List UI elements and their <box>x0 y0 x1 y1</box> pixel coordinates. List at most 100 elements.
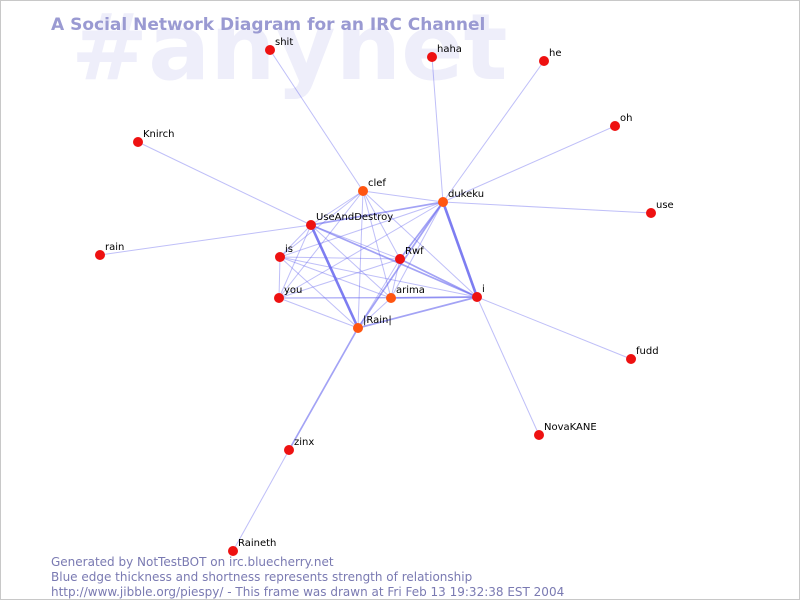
edge-layer <box>99 49 652 552</box>
edge-Rwf-Rain <box>357 258 401 329</box>
node-label: he <box>549 48 562 59</box>
node-dot <box>646 208 656 218</box>
node-dukeku: dukeku <box>438 189 484 207</box>
edge-is-clef <box>279 190 364 258</box>
edge-is-i <box>279 256 478 298</box>
edge-arima-i <box>390 296 478 299</box>
node-zinx: zinx <box>284 437 314 455</box>
node-fudd: fudd <box>626 346 659 364</box>
node-use: use <box>646 200 674 218</box>
edge-Rain-i <box>357 296 478 329</box>
node-dot <box>358 186 368 196</box>
edge-is-you <box>278 256 281 299</box>
node-rain: rain <box>95 242 124 260</box>
edge-dukeku-is <box>279 201 444 258</box>
node-shit: shit <box>265 37 293 55</box>
node-label: NovaKANE <box>544 422 597 433</box>
edge-is-arima <box>279 256 392 299</box>
node-dot <box>539 56 549 66</box>
node-is: is <box>275 244 293 262</box>
edge-clef-Rain <box>357 190 364 329</box>
edge-arima-Rwf <box>390 258 401 299</box>
node-dot <box>228 546 238 556</box>
node-dot <box>626 354 636 364</box>
edge-UseAndDestroy-Rwf <box>310 224 401 260</box>
edge-dukeku-you <box>278 201 444 299</box>
edge-dukeku-i <box>441 201 479 298</box>
edge-Rwf-you <box>278 258 401 299</box>
node-dot <box>275 252 285 262</box>
edge-shit-clef <box>269 49 364 192</box>
node-label: haha <box>437 44 462 55</box>
edge-UseAndDestroy-you <box>278 224 312 299</box>
node-dot <box>472 292 482 302</box>
node-UseAndDestroy: UseAndDestroy <box>306 212 393 230</box>
edge-oh-dukeku <box>442 125 616 203</box>
node-i: i <box>472 284 485 302</box>
node-label: clef <box>368 178 386 189</box>
edge-Rwf-is <box>279 256 401 260</box>
edge-zinx-Rain <box>288 327 359 451</box>
edge-dukeku-clef <box>362 190 444 203</box>
edge-NovaKANE-i <box>476 296 540 436</box>
node-Knirch: Knirch <box>133 129 174 147</box>
edge-he-dukeku <box>442 60 545 203</box>
node-dot <box>265 45 275 55</box>
edge-Rwf-i <box>399 258 478 298</box>
node-label: Knirch <box>143 129 174 140</box>
edge-rain-UseAndDestroy <box>99 224 312 256</box>
node-clef: clef <box>358 178 386 196</box>
edge-dukeku-Rain <box>357 201 444 329</box>
node-dot <box>95 250 105 260</box>
edge-UseAndDestroy-clef <box>310 190 364 226</box>
edge-you-i <box>278 296 478 299</box>
edge-UseAndDestroy-is <box>279 224 312 258</box>
edge-UseAndDestroy-dukeku <box>310 201 444 226</box>
node-dot <box>438 197 448 207</box>
footer-url-timestamp: http://www.jibble.org/piespy/ - This fra… <box>51 585 564 599</box>
edge-use-dukeku <box>442 201 652 214</box>
node-label: Raineth <box>238 538 276 549</box>
edge-UseAndDestroy-arima <box>310 224 392 299</box>
edge-clef-arima <box>362 190 392 299</box>
node-Raineth: Raineth <box>228 538 276 556</box>
edge-fudd-i <box>476 296 632 360</box>
edge-haha-dukeku <box>431 56 444 203</box>
node-label: i <box>482 284 485 295</box>
node-oh: oh <box>610 113 632 131</box>
node-NovaKANE: NovaKANE <box>534 422 597 440</box>
node-label: dukeku <box>448 189 484 200</box>
node-dot <box>427 52 437 62</box>
node-label: arima <box>396 285 425 296</box>
edge-you-clef <box>278 190 364 299</box>
node-label: you <box>284 285 302 296</box>
channel-watermark: #anynet <box>71 1 508 101</box>
edge-Raineth-zinx <box>232 449 290 552</box>
node-label: shit <box>275 37 293 48</box>
node-dot <box>274 293 284 303</box>
node-label: UseAndDestroy <box>316 212 393 223</box>
node-dot <box>610 121 620 131</box>
node-label: use <box>656 200 674 211</box>
node-dot <box>386 293 396 303</box>
node-dot <box>353 323 363 333</box>
edge-Rwf-clef <box>362 190 401 260</box>
edge-clef-i <box>362 190 478 298</box>
edge-is-Rain <box>279 256 359 329</box>
edge-dukeku-arima <box>390 201 444 299</box>
node-haha: haha <box>427 44 462 62</box>
edge-UseAndDestroy-i <box>310 224 478 298</box>
node-label: fudd <box>636 346 659 357</box>
node-dot <box>395 254 405 264</box>
footer-generated-by: Generated by NotTestBOT on irc.bluecherr… <box>51 555 334 569</box>
node-dot <box>306 220 316 230</box>
node-Rwf: Rwf <box>395 246 424 264</box>
node-label: Rwf <box>405 246 424 257</box>
edge-Knirch-UseAndDestroy <box>137 141 312 226</box>
footer-legend-note: Blue edge thickness and shortness repres… <box>51 570 472 584</box>
node-dot <box>284 445 294 455</box>
edge-you-Rain <box>278 297 359 329</box>
node-Rain: |Rain| <box>353 315 392 333</box>
